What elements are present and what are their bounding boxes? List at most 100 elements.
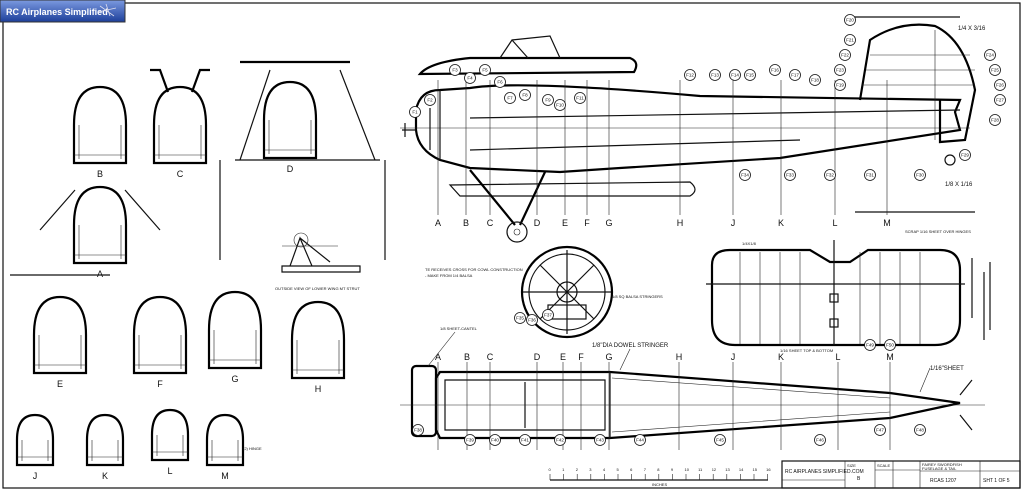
callout-F20: F20 — [844, 14, 856, 26]
callout-label: F40 — [491, 438, 499, 443]
scale-tick-label: 4 — [603, 467, 606, 472]
callout-F2: F2 — [424, 94, 436, 106]
station-label-M: M — [886, 352, 894, 362]
cowl-front-view: TE RECEIVES CROSS FOR COWL CONSTRUCTION … — [425, 245, 663, 339]
callout-F42: F42 — [554, 434, 566, 446]
former-G: G — [207, 290, 263, 384]
callout-F12: F12 — [684, 69, 696, 81]
former-outline — [132, 295, 188, 375]
callout-circle — [739, 169, 751, 181]
former-H: H — [290, 300, 346, 394]
callout-circle — [789, 69, 801, 81]
former-outline — [262, 80, 318, 160]
callout-circle — [994, 79, 1006, 91]
station-label-L: L — [832, 218, 837, 228]
station-label-D: D — [534, 218, 541, 228]
fin-note-top: 1/4 X 3/16 — [958, 26, 986, 32]
hinge-note: (2) HINGE — [243, 446, 262, 451]
former-label: G — [231, 374, 238, 384]
fin-note-bottom: 1/8 X 1/16 — [945, 182, 973, 188]
callout-circle — [744, 69, 756, 81]
size-label: SIZE — [847, 463, 856, 468]
callout-F13: F13 — [709, 69, 721, 81]
former-label: C — [177, 169, 184, 179]
callout-F48: F48 — [914, 424, 926, 436]
callout-label: F36 — [528, 318, 536, 323]
callout-circle — [409, 106, 421, 118]
former-outline — [72, 185, 128, 265]
callout-label: F46 — [816, 438, 824, 443]
scale-tick-label: 0 — [549, 467, 552, 472]
size-value: B — [857, 476, 861, 482]
callout-label: F11 — [576, 96, 584, 101]
callout-circle — [519, 89, 531, 101]
scale-tick-label: 8 — [657, 467, 660, 472]
callout-F31: F31 — [864, 169, 876, 181]
station-label-H: H — [676, 352, 683, 362]
callout-circle — [594, 434, 606, 446]
callout-label: F10 — [556, 103, 564, 108]
callout-F29: F29 — [959, 149, 971, 161]
callout-F24: F24 — [984, 49, 996, 61]
stab-top-view: 1/4X1/8 SCRAP 1/16 SHEET OVER HINGES 1/1… — [706, 229, 991, 353]
callout-F16: F16 — [769, 64, 781, 76]
scale-label: SCALE — [877, 463, 890, 468]
callout-label: F42 — [556, 438, 564, 443]
station-label-F: F — [584, 218, 590, 228]
callout-F17: F17 — [789, 69, 801, 81]
callout-label: F16 — [771, 68, 779, 73]
callout-circle — [424, 94, 436, 106]
callout-circle — [824, 169, 836, 181]
title-line-1: FAIREY SWORDFISH — [922, 462, 962, 467]
callout-circle — [874, 424, 886, 436]
callout-circle — [714, 434, 726, 446]
callout-label: F30 — [916, 173, 924, 178]
former-E: E — [32, 295, 88, 389]
former-M: M — [205, 413, 245, 481]
station-label-A: A — [435, 218, 441, 228]
callout-label: F41 — [521, 438, 529, 443]
callout-circle — [784, 169, 796, 181]
callout-circle — [542, 309, 554, 321]
former-label: E — [57, 379, 63, 389]
scale-tick-label: 2 — [576, 467, 579, 472]
callout-circle — [814, 434, 826, 446]
callout-label: F39 — [466, 438, 474, 443]
scale-tick-label: 13 — [725, 467, 730, 472]
callout-circle — [839, 49, 851, 61]
former-detail — [74, 225, 126, 259]
station-label-M: M — [883, 218, 891, 228]
station-label-A: A — [435, 352, 441, 362]
callout-label: F7 — [507, 96, 513, 101]
former-J: J — [15, 413, 55, 481]
callout-label: F2 — [427, 98, 433, 103]
former-outline — [150, 408, 190, 462]
scale-tick-label: 9 — [671, 467, 674, 472]
scale-tick-label: 12 — [712, 467, 717, 472]
strut-detail: OUTSIDE VIEW OF LOWER WING MT STRUT — [275, 232, 361, 291]
callout-circle — [464, 434, 476, 446]
callout-circle — [494, 76, 506, 88]
former-detail — [154, 125, 206, 159]
strut-caption: OUTSIDE VIEW OF LOWER WING MT STRUT — [275, 286, 360, 291]
former-label: D — [287, 164, 294, 174]
callout-circle — [526, 314, 538, 326]
callout-F26: F26 — [994, 79, 1006, 91]
former-label: L — [167, 466, 172, 476]
callout-F38: F38 — [412, 424, 424, 436]
logo: RC Airplanes Simplified — [0, 0, 126, 23]
former-detail — [74, 125, 126, 159]
callout-label: F43 — [596, 438, 604, 443]
callout-F47: F47 — [874, 424, 886, 436]
scale-tick-label: 3 — [589, 467, 592, 472]
cowl-note-2: - MAKE FROM 1/4 BALSA — [425, 273, 473, 278]
callout-F37: F37 — [542, 309, 554, 321]
callout-circle — [844, 34, 856, 46]
scale-tick-label: 11 — [698, 467, 703, 472]
callout-label: F6 — [497, 80, 503, 85]
former-label: J — [33, 471, 38, 481]
scale-tick-label: 10 — [685, 467, 690, 472]
callout-circle — [479, 64, 491, 76]
